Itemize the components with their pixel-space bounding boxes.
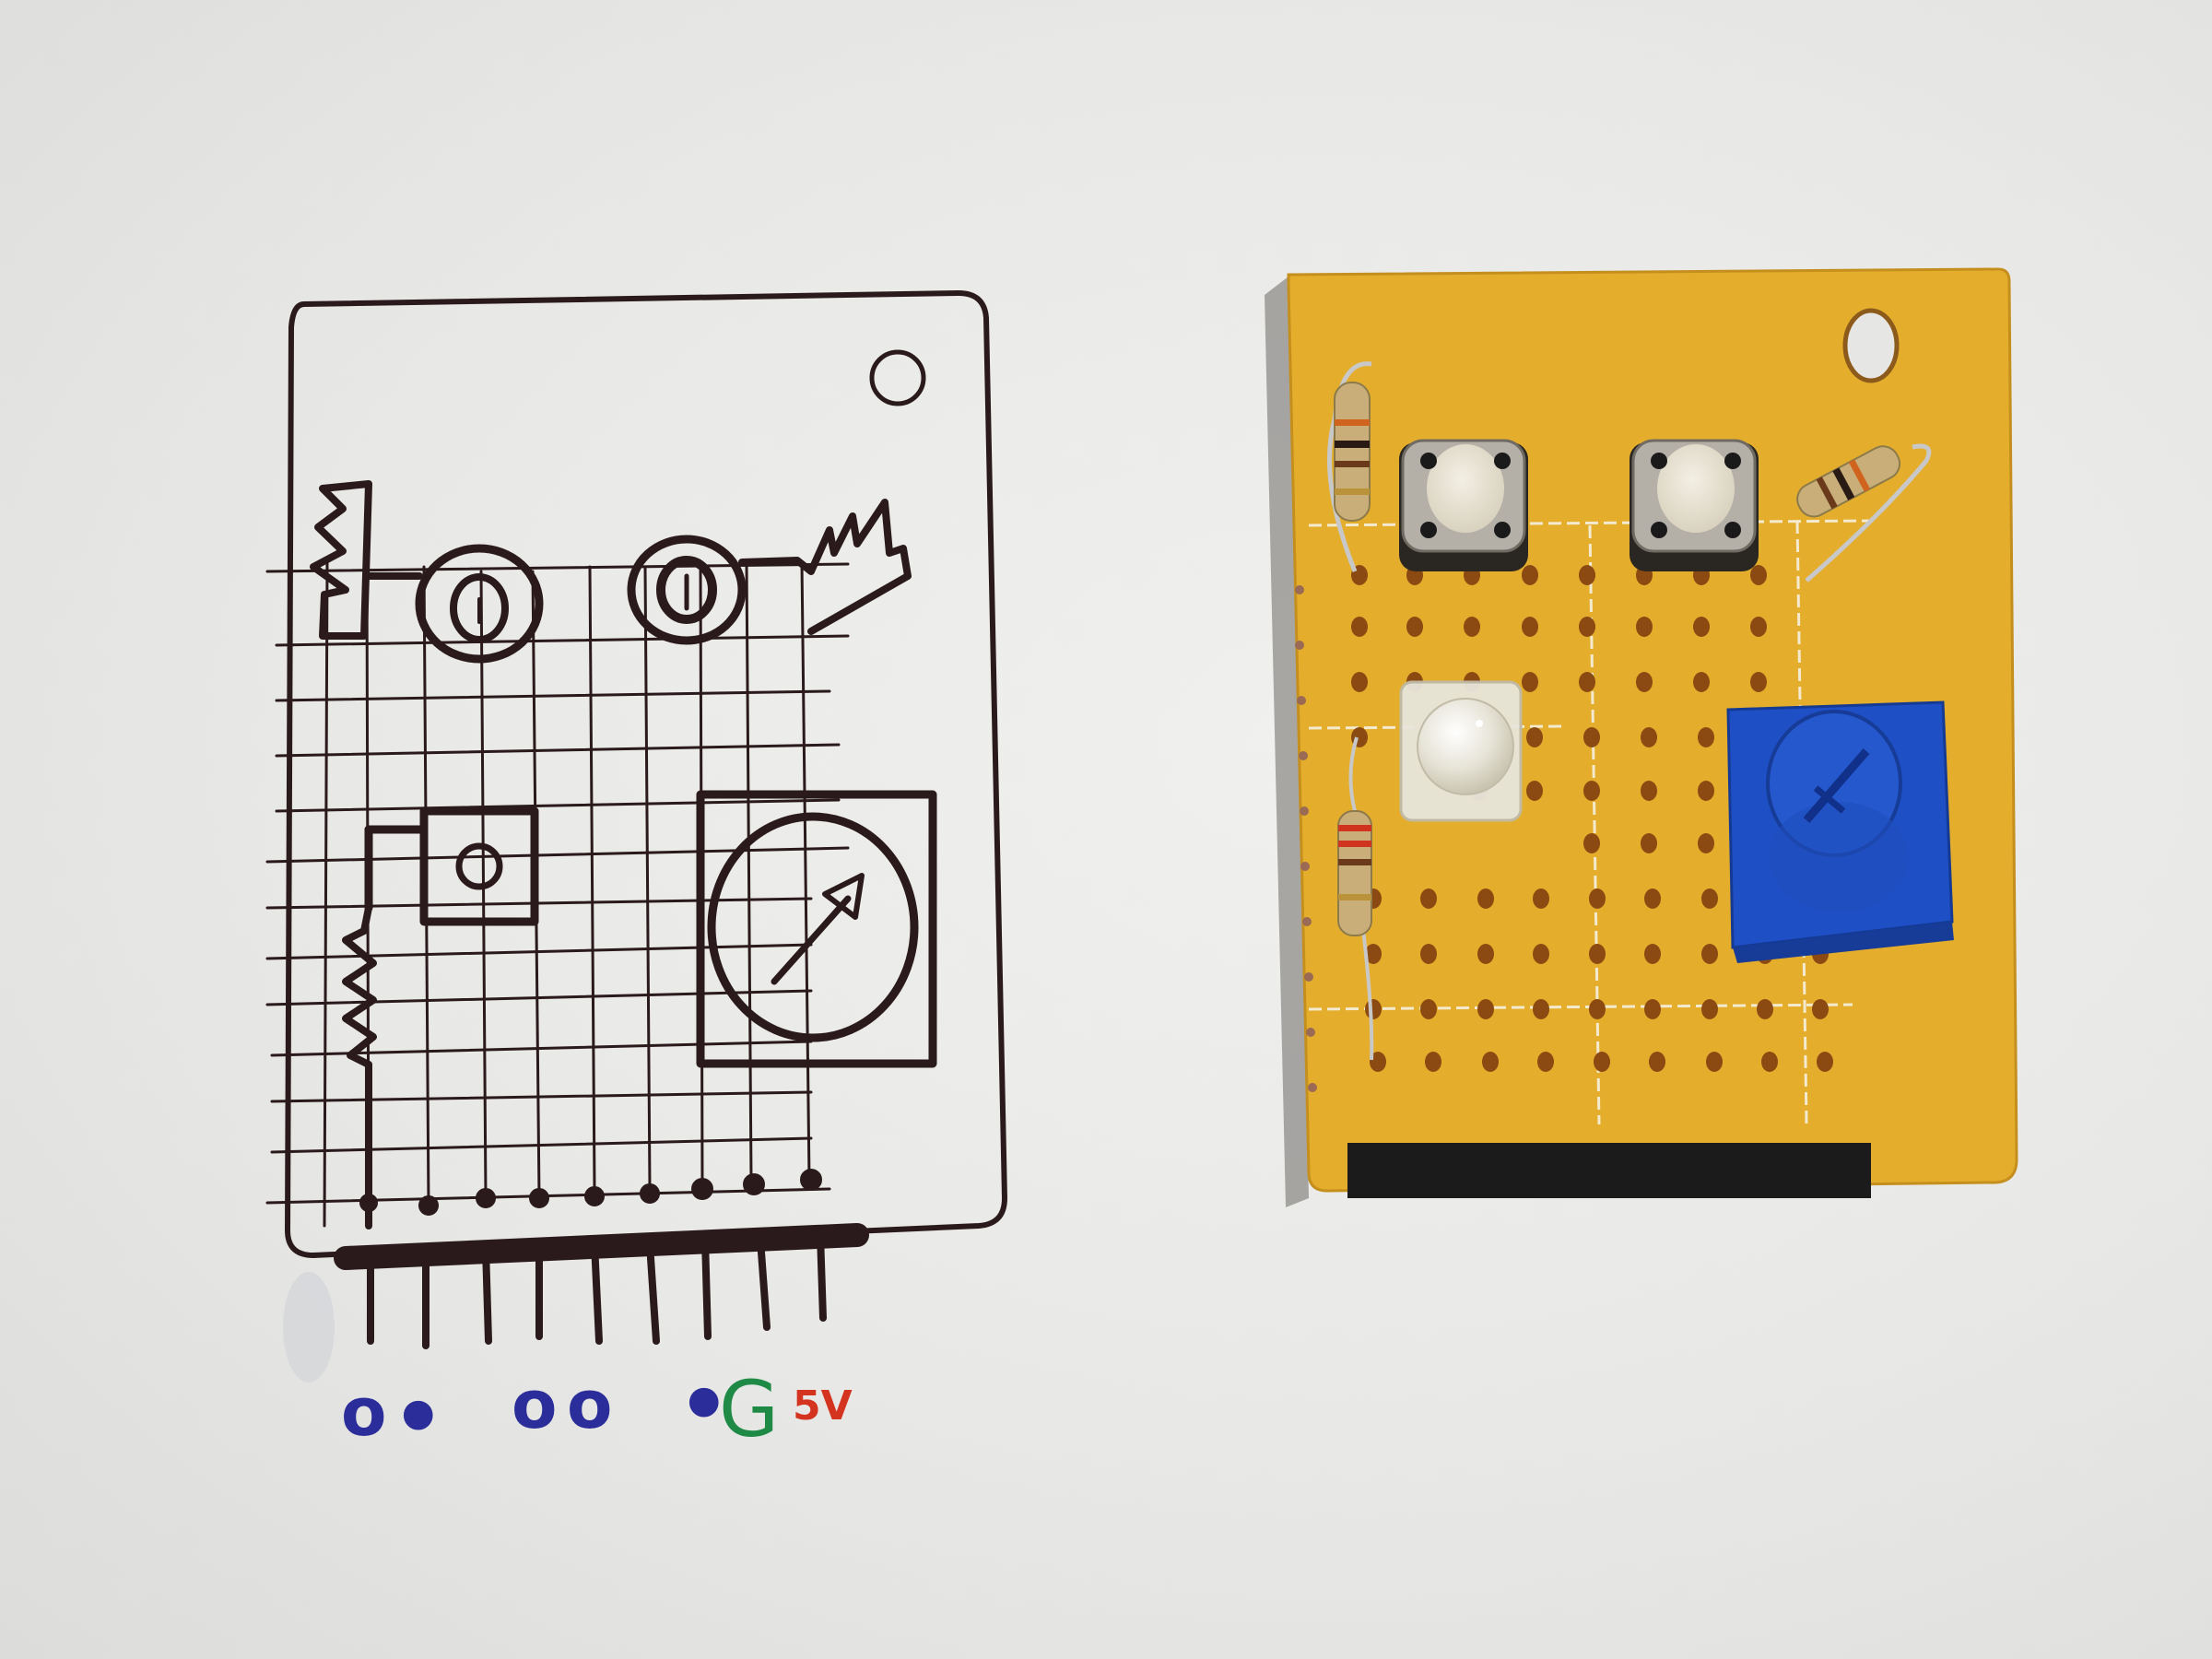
pin-label-2: • xyxy=(392,1370,445,1466)
sketch-pin-labels: o • o o • G 5V xyxy=(332,1357,885,1484)
sketch-drawing xyxy=(265,290,1007,1382)
led-clear xyxy=(1399,680,1523,822)
pin-label-3: o xyxy=(512,1366,558,1443)
pin-label-ground: G xyxy=(719,1364,780,1454)
pushbutton-left xyxy=(1399,439,1528,571)
pin-label-5v: 5V xyxy=(793,1382,853,1430)
hand-drawn-sketch xyxy=(265,290,1007,1382)
pin-label-4: o xyxy=(567,1366,613,1443)
pushbutton-right xyxy=(1630,439,1759,571)
resistor-top-left xyxy=(1326,361,1372,572)
trimpot-blue xyxy=(1726,700,1954,963)
resistor-left xyxy=(1337,736,1374,1061)
header-pins xyxy=(1347,1143,1871,1198)
pin-label-1: o xyxy=(341,1373,387,1451)
perfboard-drawing xyxy=(1265,267,2018,1207)
pin-label-5: • xyxy=(677,1357,731,1453)
resistor-top-right xyxy=(1796,443,1932,582)
perfboard-photo xyxy=(1235,0,2212,1659)
